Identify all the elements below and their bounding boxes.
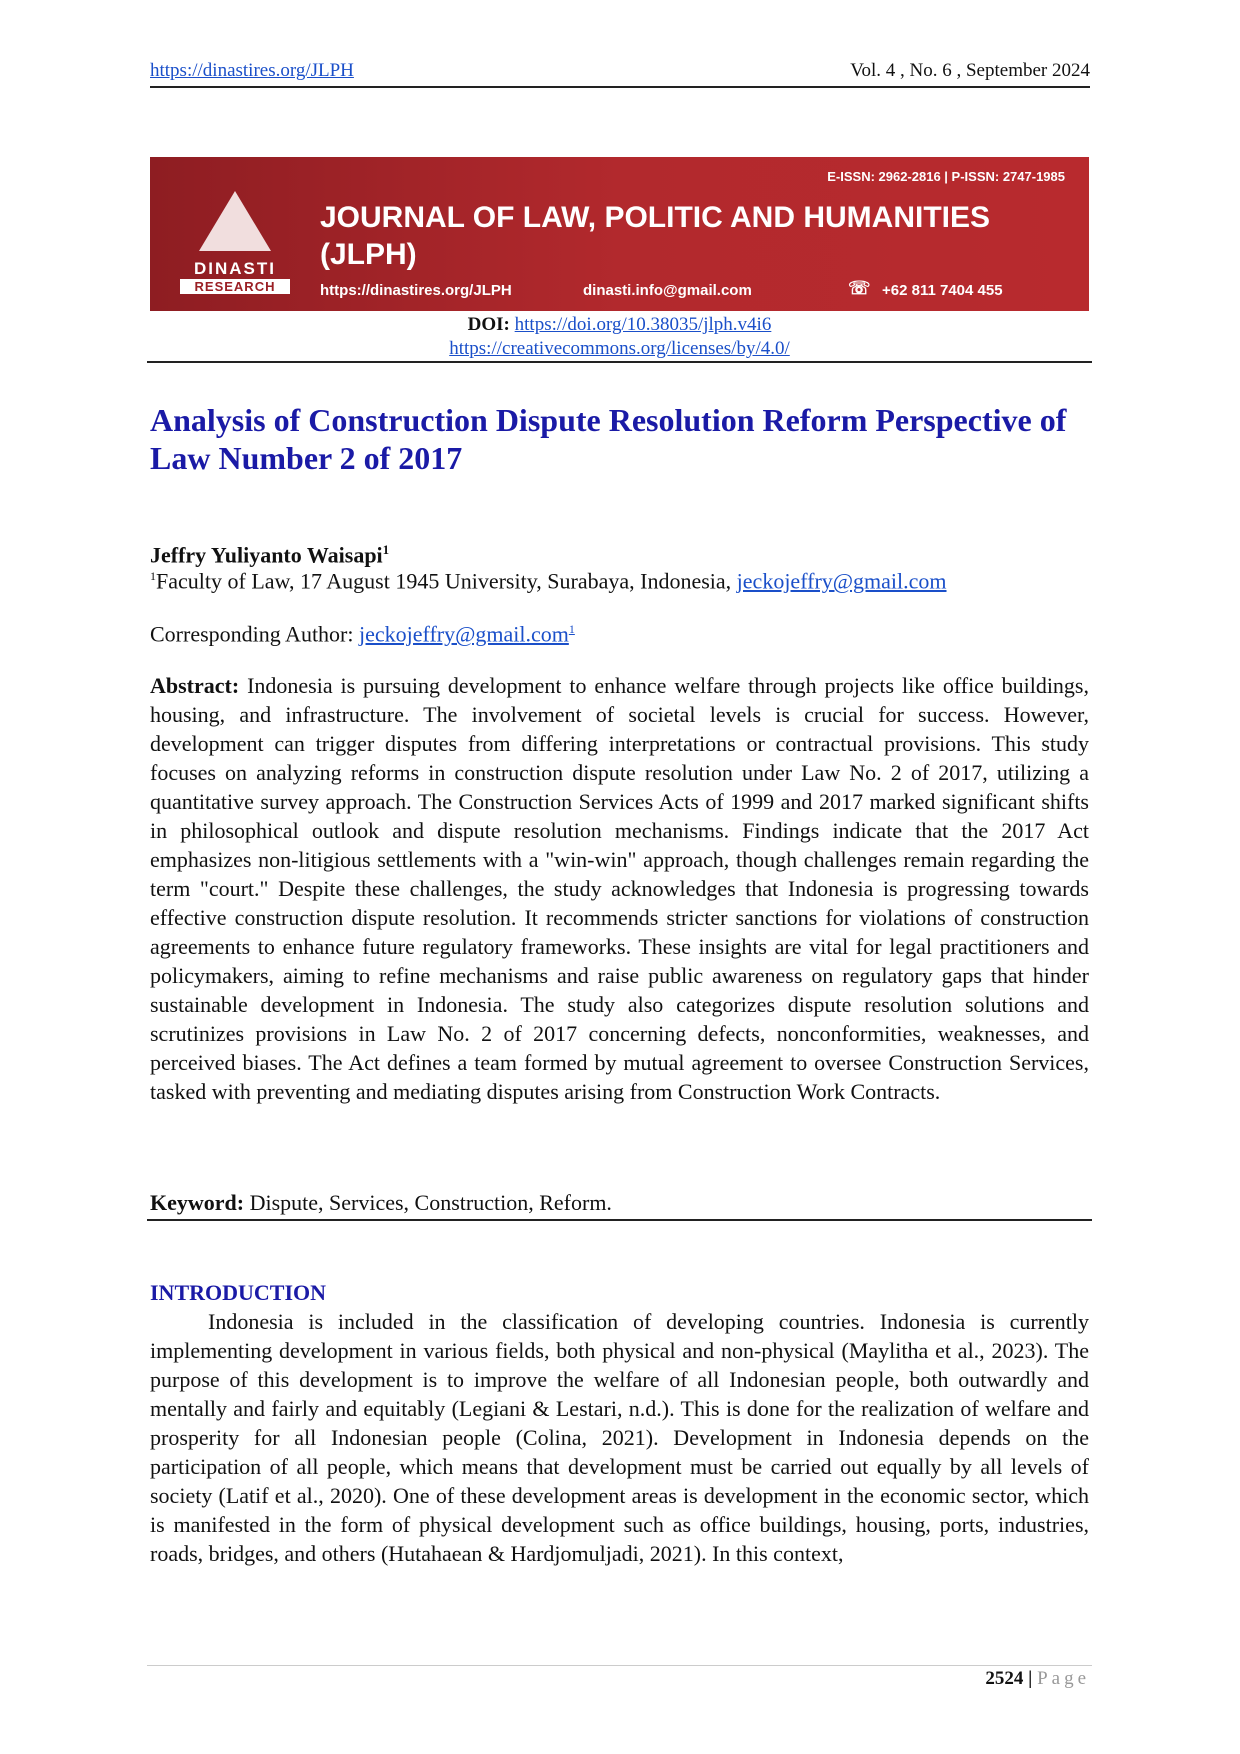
- journal-title: JOURNAL OF LAW, POLITIC AND HUMANITIES (J…: [320, 199, 990, 273]
- author-name: Jeffry Yuliyanto Waisapi1: [150, 535, 1089, 569]
- license-link[interactable]: https://creativecommons.org/licenses/by/…: [449, 338, 790, 359]
- logo-text-top: DINASTI: [194, 259, 276, 278]
- author-name-text: Jeffry Yuliyanto Waisapi: [150, 542, 383, 568]
- whatsapp-icon: ☏: [848, 278, 871, 298]
- keyword-text: Dispute, Services, Construction, Reform.: [244, 1190, 612, 1215]
- page-label: Page: [1037, 1668, 1090, 1689]
- banner-phone: +62 811 7404 455: [882, 282, 1003, 299]
- keywords: Keyword: Dispute, Services, Construction…: [150, 1188, 1089, 1217]
- affil-sup: 1: [150, 569, 156, 583]
- doi-label: DOI:: [467, 314, 510, 335]
- book-crown-icon: [199, 191, 271, 251]
- running-header: https://dinastires.org/JLPH Vol. 4 , No.…: [150, 58, 1090, 88]
- corr-email-link[interactable]: jeckojeffry@gmail.com: [359, 621, 569, 647]
- abstract-text: Indonesia is pursuing development to enh…: [150, 673, 1089, 1104]
- keyword-label: Keyword:: [150, 1190, 245, 1215]
- paper-title: Analysis of Construction Dispute Resolut…: [150, 402, 1067, 476]
- divider: [147, 361, 1092, 363]
- page-num: 2524: [985, 1668, 1024, 1689]
- abstract: Abstract: Indonesia is pursuing developm…: [150, 671, 1089, 1106]
- divider: [147, 1219, 1092, 1221]
- logo-text-bottom: RESEARCH: [180, 279, 290, 294]
- corresponding-author: Corresponding Author: jeckojeffry@gmail.…: [150, 615, 1089, 648]
- banner-website: https://dinastires.org/JLPH: [320, 282, 512, 299]
- abstract-label: Abstract:: [150, 673, 240, 698]
- section-heading: INTRODUCTION: [150, 1280, 327, 1305]
- journal-url-link[interactable]: https://dinastires.org/JLPH: [150, 60, 354, 81]
- affiliation-text: Faculty of Law, 17 August 1945 Universit…: [156, 568, 737, 594]
- volume-info: Vol. 4 , No. 6 , September 2024: [850, 60, 1090, 81]
- journal-abbr: (JLPH): [320, 238, 417, 271]
- journal-title-line: JOURNAL OF LAW, POLITIC AND HUMANITIES: [320, 201, 991, 234]
- corr-label: Corresponding Author:: [150, 621, 359, 647]
- corr-sup: 1: [568, 622, 575, 636]
- introduction-text: Indonesia is included in the classificat…: [150, 1309, 1089, 1566]
- author-email-link[interactable]: jeckojeffry@gmail.com: [736, 568, 947, 594]
- banner-email: dinasti.info@gmail.com: [583, 282, 752, 299]
- dinasti-logo: DINASTI RESEARCH: [180, 177, 290, 297]
- journal-banner: DINASTI RESEARCH E-ISSN: 2962-2816 | P-I…: [150, 157, 1089, 311]
- page-number: 2524 | Page: [985, 1668, 1090, 1690]
- author-sup: 1: [382, 542, 390, 557]
- footer-rule: [147, 1665, 1092, 1666]
- affiliation: 1Faculty of Law, 17 August 1945 Universi…: [150, 562, 1089, 595]
- doi-link[interactable]: https://doi.org/10.38035/jlph.v4i6: [514, 314, 772, 335]
- doi-block: DOI: https://doi.org/10.38035/jlph.v4i6 …: [150, 313, 1089, 361]
- page-sep: |: [1023, 1668, 1038, 1689]
- issn: E-ISSN: 2962-2816 | P-ISSN: 2747-1985: [827, 169, 1065, 184]
